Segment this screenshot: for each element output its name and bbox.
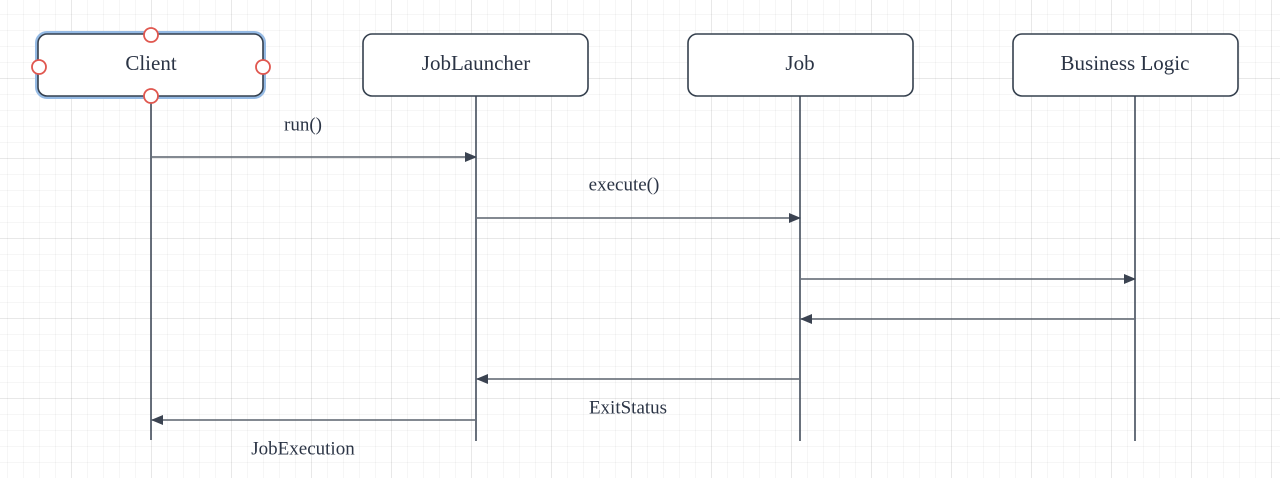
connection-handle-top-icon[interactable] xyxy=(143,27,159,43)
selection-handles[interactable] xyxy=(31,27,271,104)
message-label-jobexecution: JobExecution xyxy=(251,438,355,459)
participant-joblauncher[interactable]: JobLauncher xyxy=(362,33,589,97)
participant-client[interactable]: Client xyxy=(35,31,266,99)
message-label-execute: execute() xyxy=(589,174,660,195)
participant-label-job: Job xyxy=(785,51,814,75)
participant-box-job[interactable] xyxy=(687,33,914,97)
connection-handle-right-icon[interactable] xyxy=(255,59,271,75)
messages xyxy=(151,152,1136,425)
lifelines xyxy=(150,95,1136,441)
participant-label-joblauncher: JobLauncher xyxy=(422,51,530,75)
connection-handle-bottom-icon[interactable] xyxy=(143,88,159,104)
participant-label-client: Client xyxy=(125,51,176,75)
message-label-exitstatus: ExitStatus xyxy=(589,397,667,418)
message-label-run: run() xyxy=(284,114,322,135)
participant-business-logic[interactable]: Business Logic xyxy=(1012,33,1239,97)
participant-box-business-logic[interactable] xyxy=(1012,33,1239,97)
connection-handle-left-icon[interactable] xyxy=(31,59,47,75)
participant-box-joblauncher[interactable] xyxy=(362,33,589,97)
participant-job[interactable]: Job xyxy=(687,33,914,97)
participant-label-business-logic: Business Logic xyxy=(1061,51,1190,75)
message-labels: run() execute() ExitStatus JobExecution xyxy=(251,114,667,459)
